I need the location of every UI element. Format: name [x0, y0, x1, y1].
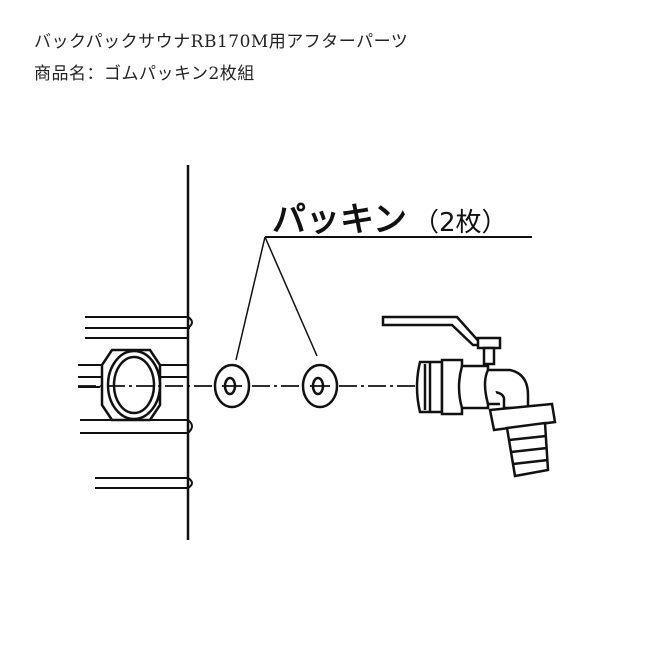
callout-leader — [235, 236, 532, 361]
gasket-1 — [213, 363, 251, 409]
product-name: 商品名：ゴムパッキン2枚組 — [34, 64, 255, 84]
gasket-2 — [301, 363, 339, 409]
page-title: バックパックサウナRB170M用アフターパーツ — [34, 32, 409, 52]
faucet — [381, 315, 557, 478]
callout-text: パッキン — [272, 200, 407, 240]
callout-count: （2枚） — [412, 208, 508, 238]
gasket-callout-label: パッキン（2枚） — [272, 192, 508, 241]
tank-wall — [78, 165, 193, 540]
tank-outlet-nut — [100, 348, 162, 422]
